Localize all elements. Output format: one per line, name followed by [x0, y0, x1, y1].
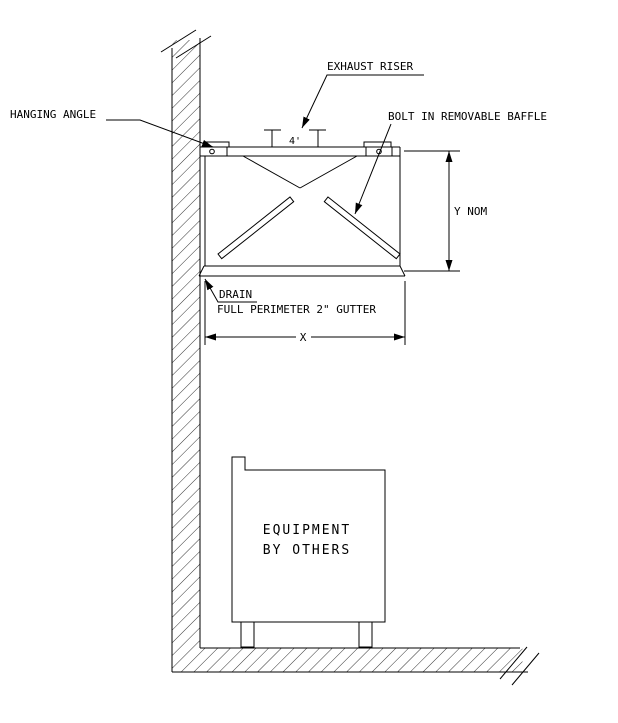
- wall-hatch: [172, 40, 200, 672]
- dimension-y-nom: Y NOM: [404, 150, 487, 272]
- exhaust-riser-leader: [301, 74, 424, 129]
- callout-bolt-baffle: BOLT IN REMOVABLE BAFFLE: [354, 110, 547, 215]
- wall-break-symbol: [160, 29, 212, 59]
- callout-exhaust-riser: EXHAUST RISER: [301, 60, 424, 129]
- dim-y-label: Y NOM: [454, 205, 487, 218]
- drain-label: DRAIN: [219, 288, 252, 301]
- floor-section: [172, 646, 540, 686]
- hanging-angle-left: [203, 141, 230, 155]
- riser-size-label: 4': [289, 136, 301, 147]
- gutter-label: FULL PERIMETER 2" GUTTER: [217, 303, 376, 316]
- baffle-right: [323, 196, 401, 260]
- exhaust-riser-label: EXHAUST RISER: [327, 60, 413, 73]
- drain-leader: [204, 278, 257, 303]
- bolt-baffle-label: BOLT IN REMOVABLE BAFFLE: [388, 110, 547, 123]
- gutter: [198, 265, 406, 277]
- hanging-angle-right: [363, 141, 392, 155]
- hanging-angle-label: HANGING ANGLE: [10, 108, 96, 121]
- equipment-box: EQUIPMENT BY OTHERS: [231, 456, 386, 648]
- floor-hatch: [199, 648, 523, 672]
- callout-hanging-angle: HANGING ANGLE: [10, 108, 214, 148]
- v-deflector: [242, 155, 358, 189]
- drawing-root: 4' Y NOM: [10, 29, 547, 686]
- equipment-label-line1: EQUIPMENT: [263, 523, 351, 538]
- equipment-leg-left: [240, 622, 255, 648]
- wall-section: [160, 29, 212, 672]
- equipment-outline: [231, 456, 386, 623]
- dimension-x: X: [204, 281, 406, 345]
- dim-x-label: X: [300, 331, 307, 344]
- equipment-leg-right: [358, 622, 373, 648]
- baffle-left: [217, 196, 295, 260]
- hood-top: [200, 146, 400, 157]
- floor-break-symbol: [499, 646, 540, 686]
- exhaust-riser: 4': [264, 129, 326, 147]
- bolt-baffle-leader: [354, 123, 392, 215]
- callout-drain-gutter: DRAIN FULL PERIMETER 2" GUTTER: [204, 278, 376, 316]
- exhaust-hood: 4': [198, 129, 406, 277]
- equipment-label-line2: BY OTHERS: [263, 543, 351, 558]
- hanging-angle-leader: [106, 119, 214, 148]
